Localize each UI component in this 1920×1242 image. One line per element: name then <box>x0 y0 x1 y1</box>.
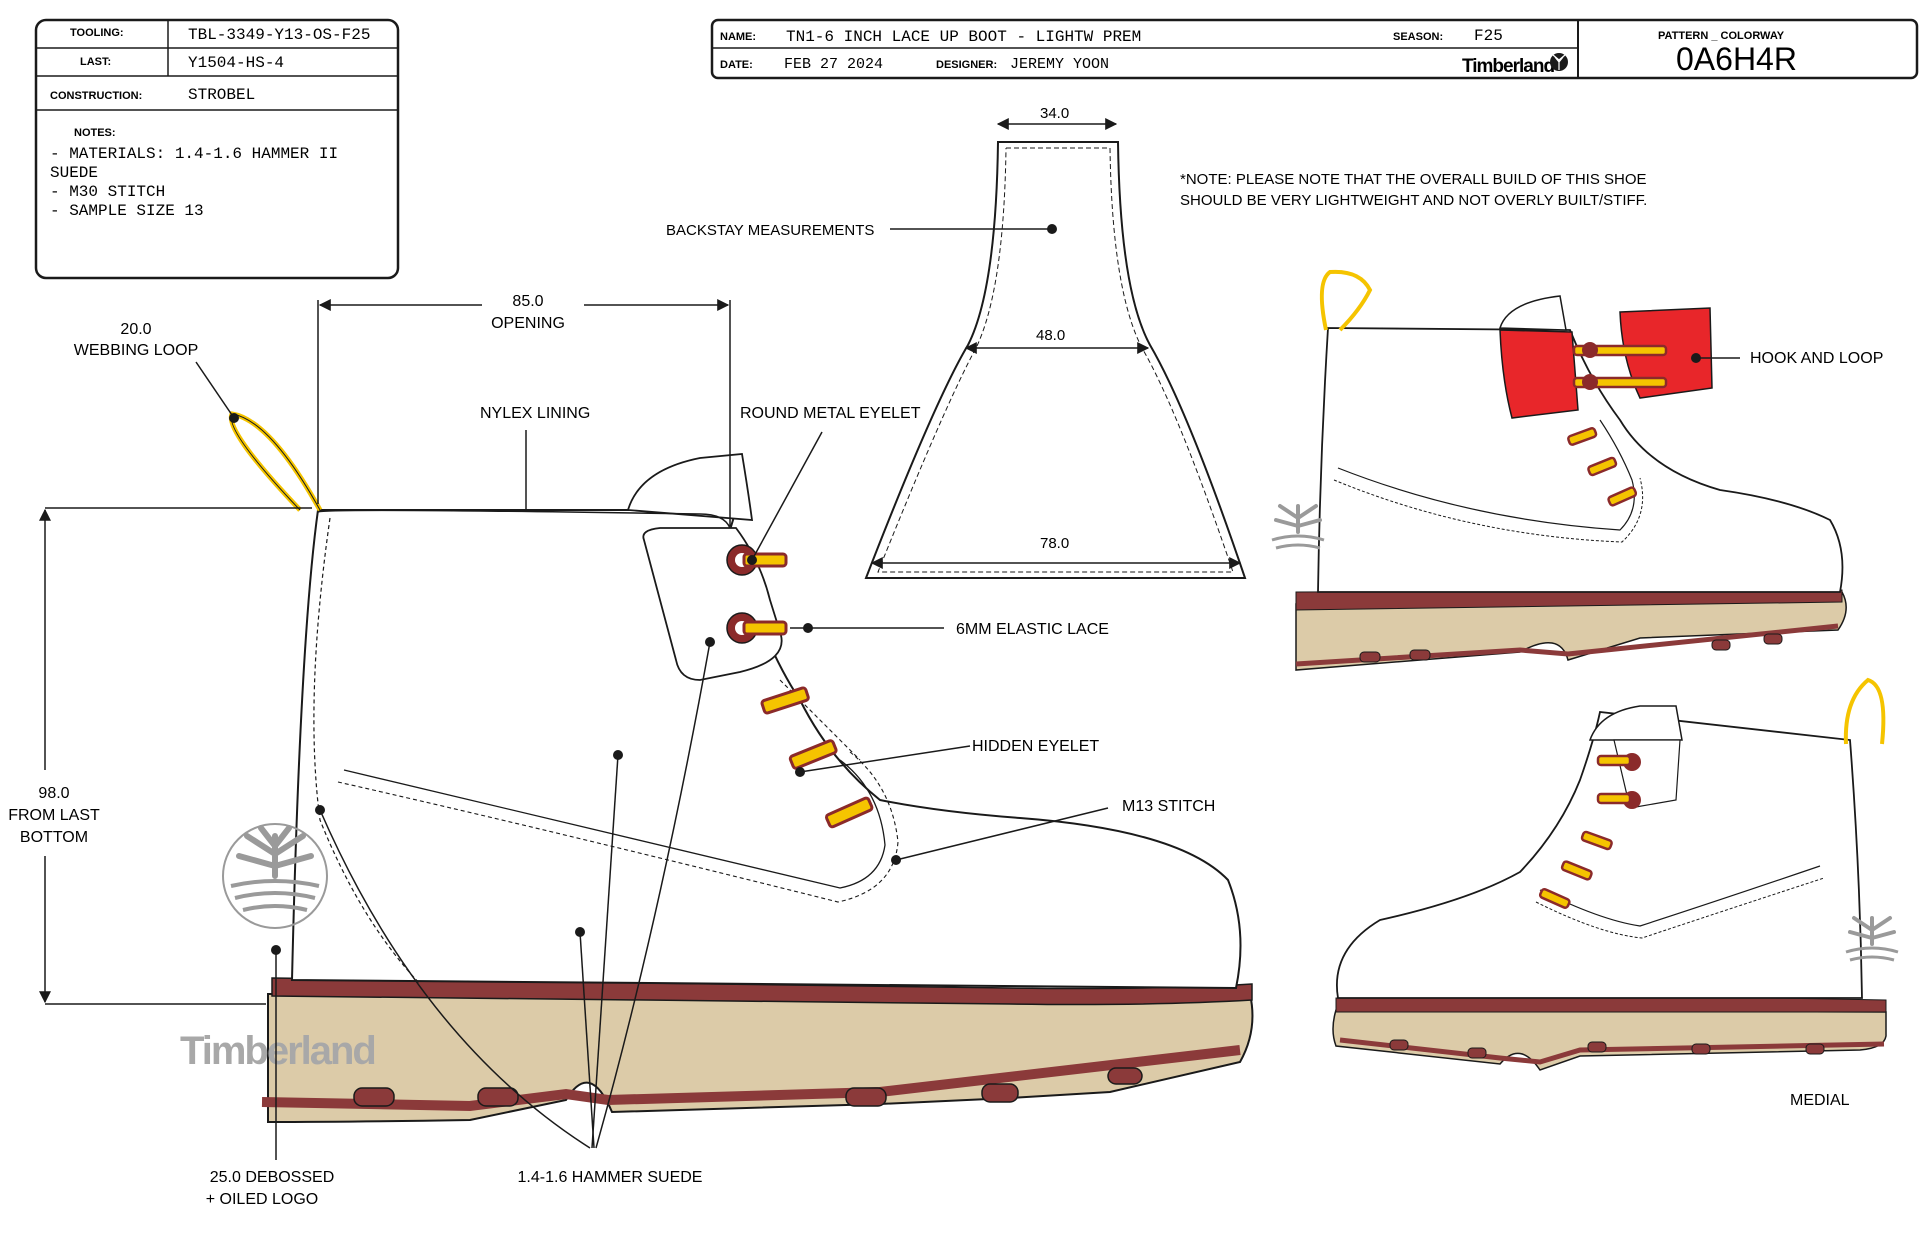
date-label: DATE: <box>720 59 753 71</box>
boot-hook-loop-view <box>1271 269 1847 671</box>
opening-label: OPENING <box>491 315 565 332</box>
webbing-loop <box>1843 677 1886 745</box>
title-block: NAME: TN1-6 INCH LACE UP BOOT - LIGHTW P… <box>710 18 1919 80</box>
designer-value: JEREMY YOON <box>1010 56 1109 73</box>
spec-box-frame <box>34 18 400 280</box>
nylex-lining-label: NYLEX LINING <box>480 405 590 422</box>
backstay-stitch <box>877 147 1234 573</box>
m13-stitch <box>337 751 899 903</box>
last-value: Y1504-HS-4 <box>188 54 284 72</box>
main-boot: Timberland <box>180 411 1254 1124</box>
opening-value: 85.0 <box>512 293 543 310</box>
notes-line: SUEDE <box>50 164 98 182</box>
construction-value: STROBEL <box>188 86 255 104</box>
outsole-bottom-rand <box>261 1045 1241 1112</box>
webbing-loop-label: WEBBING LOOP <box>74 342 198 359</box>
debossed-logo-label: + OILED LOGO <box>206 1191 318 1208</box>
main-boot-callouts <box>39 299 1109 1160</box>
notes-line: - SAMPLE SIZE 13 <box>50 202 204 220</box>
spec-box: TOOLING: TBL-3349-Y13-OS-F25 LAST: Y1504… <box>34 18 400 280</box>
season-value: F25 <box>1474 27 1503 45</box>
name-value: TN1-6 INCH LACE UP BOOT - LIGHTW PREM <box>786 28 1141 46</box>
elastic-laces <box>1567 342 1668 507</box>
backstay-callout-label: BACKSTAY MEASUREMENTS <box>666 222 874 239</box>
outsole-lugs <box>1389 1039 1825 1059</box>
outsole <box>1332 1009 1887 1071</box>
height-value: 98.0 <box>38 785 69 802</box>
backstay-mid-label: 48.0 <box>1036 327 1065 344</box>
outsole-lugs <box>353 1067 1143 1107</box>
tree-debossed-logo-icon <box>222 823 328 929</box>
season-label: SEASON: <box>1393 31 1443 43</box>
debossed-logo-label: 25.0 DEBOSSED <box>210 1169 335 1186</box>
pattern-value: 0A6H4R <box>1676 41 1797 77</box>
construction-label: CONSTRUCTION: <box>50 90 142 102</box>
last-label: LAST: <box>80 56 111 68</box>
medial-label: MEDIAL <box>1790 1092 1850 1109</box>
designer-label: DESIGNER: <box>936 59 997 71</box>
tooling-label: TOOLING: <box>70 27 124 39</box>
boot-tongue <box>626 453 754 521</box>
title-block-frame <box>710 18 1919 80</box>
backstay-top-label: 34.0 <box>1040 105 1069 122</box>
outsole <box>1295 591 1847 671</box>
round-metal-eyelet-label: ROUND METAL EYELET <box>740 405 921 422</box>
boot-medial-view <box>1332 677 1899 1071</box>
name-label: NAME: <box>720 31 756 43</box>
webbing-loop <box>1319 269 1373 332</box>
tooling-value: TBL-3349-Y13-OS-F25 <box>188 26 370 44</box>
webbing-loop-value: 20.0 <box>120 321 151 338</box>
m13-stitch-label: M13 STITCH <box>1122 798 1215 815</box>
build-note: *NOTE: PLEASE NOTE THAT THE OVERALL BUIL… <box>1180 171 1647 209</box>
elastic-lace-label: 6MM ELASTIC LACE <box>956 621 1109 638</box>
elastic-laces <box>1538 753 1641 909</box>
midsole-rand <box>271 977 1253 1006</box>
hook-loop-tab <box>1499 329 1579 419</box>
boot-upper <box>1317 327 1844 593</box>
backstay-panel <box>864 118 1247 579</box>
date-value: FEB 27 2024 <box>784 56 883 73</box>
notes-line: - M30 STITCH <box>50 183 165 201</box>
notes-line: - MATERIALS: 1.4-1.6 HAMMER II <box>50 145 338 163</box>
backstay-bottom-label: 78.0 <box>1040 535 1069 552</box>
backstay-outline <box>864 141 1247 579</box>
tree-logo-icon <box>1271 504 1325 550</box>
hook-and-loop-label: HOOK AND LOOP <box>1750 350 1883 367</box>
boot-upper <box>1336 711 1863 999</box>
elastic-laces <box>742 552 874 829</box>
pattern-label: PATTERN _ COLORWAY <box>1658 30 1785 42</box>
note-line: *NOTE: PLEASE NOTE THAT THE OVERALL BUIL… <box>1180 171 1647 188</box>
outsole-brand-mark: Timberland <box>180 1029 375 1073</box>
notes-label: NOTES: <box>74 127 116 139</box>
callout-dots <box>229 413 901 955</box>
vamp-stitch-line <box>343 759 886 889</box>
brand-wordmark: Timberland <box>1462 56 1554 77</box>
hammer-suede-label: 1.4-1.6 HAMMER SUEDE <box>518 1169 703 1186</box>
tree-logo-icon <box>1845 916 1899 962</box>
tree-logo-icon <box>1550 53 1568 71</box>
note-line: SHOULD BE VERY LIGHTWEIGHT AND NOT OVERL… <box>1180 192 1647 209</box>
outsole-lugs <box>1359 633 1783 663</box>
webbing-loop <box>228 411 323 512</box>
hidden-eyelet-label: HIDDEN EYELET <box>972 738 1099 755</box>
height-label: BOTTOM <box>20 829 88 846</box>
height-label: FROM LAST <box>8 807 100 824</box>
